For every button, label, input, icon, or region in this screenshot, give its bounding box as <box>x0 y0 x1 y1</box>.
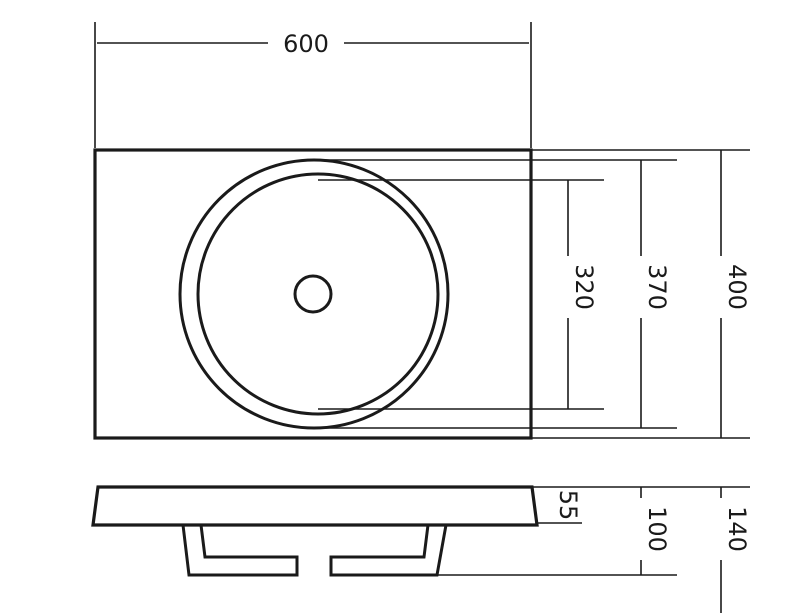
bowl-left-profile <box>181 524 299 577</box>
depth-dimension: 400 <box>720 150 751 438</box>
width-dimension: 600 <box>94 22 532 148</box>
side-view <box>91 485 539 577</box>
top-view-extension-lines <box>318 149 750 439</box>
inner-diameter-dimension: 320 <box>567 180 598 409</box>
countertop-outline <box>93 148 533 440</box>
bowl-outer-rim <box>178 158 450 430</box>
depth-dimension-label: 400 <box>723 264 751 310</box>
side-view-extension-lines <box>340 486 750 576</box>
drain-hole <box>293 274 333 314</box>
total-height-dimension: 140 <box>720 487 751 613</box>
inner-diameter-label: 320 <box>570 264 598 310</box>
top-thickness-dimension: 55 <box>554 490 582 521</box>
outer-diameter-label: 370 <box>643 264 671 310</box>
total-height-label: 140 <box>723 506 751 552</box>
width-dimension-label: 600 <box>283 30 329 58</box>
top-thickness-label: 55 <box>554 490 582 521</box>
bowl-right-profile <box>329 524 448 577</box>
outer-diameter-dimension: 370 <box>640 160 671 428</box>
countertop-profile <box>91 485 539 527</box>
bowl-height-label: 100 <box>643 506 671 552</box>
bowl-inner-rim <box>196 172 440 416</box>
bowl-height-dimension: 100 <box>640 487 671 575</box>
top-view <box>93 148 533 440</box>
